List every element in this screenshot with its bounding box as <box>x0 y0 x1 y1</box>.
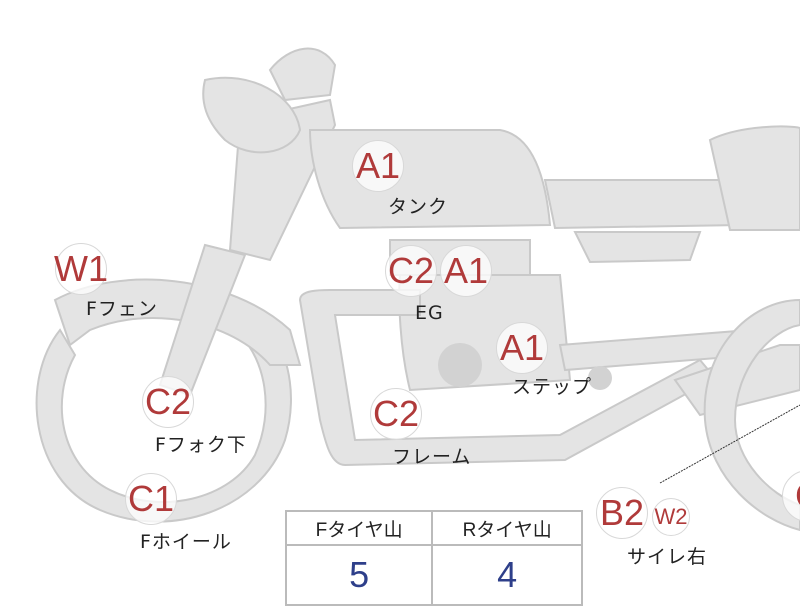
part-label-frame: フレーム <box>392 446 472 468</box>
grade-badge-step: A1 <box>496 322 548 374</box>
part-label-front-fender: Fフェン <box>86 298 158 320</box>
part-label-front-fork: Fフォク下 <box>155 434 247 456</box>
part-label-muffler-right: サイレ右 <box>627 546 708 568</box>
engine-cover-mark <box>438 343 482 387</box>
grade-badge-engine-2: A1 <box>440 245 492 297</box>
rear-tire-value: 4 <box>431 544 583 606</box>
grade-badge-front-fender: W1 <box>54 243 108 295</box>
grade-badge-front-wheel: C1 <box>125 473 177 525</box>
part-label-tank: タンク <box>388 196 449 218</box>
grade-badge-muffler-right: B2 <box>596 487 648 539</box>
grade-badge-muffler-w2: W2 <box>652 498 690 536</box>
grade-badge-front-fork: C2 <box>142 376 194 428</box>
part-label-front-wheel: Fホイール <box>140 531 232 553</box>
rear-tire-header: Rタイヤ山 <box>431 510 583 546</box>
part-label-engine: EG <box>415 302 444 324</box>
step-mark <box>588 366 612 390</box>
tire-tread-table: Fタイヤ山 Rタイヤ山 5 4 <box>284 510 583 606</box>
leader-line <box>659 404 800 484</box>
grade-badge-tank: A1 <box>352 140 404 192</box>
front-tire-header: Fタイヤ山 <box>284 510 434 546</box>
grade-badge-engine: C2 <box>385 245 437 297</box>
front-tire-value: 5 <box>284 544 434 606</box>
grade-badge-frame: C2 <box>370 388 422 440</box>
part-label-step: ステップ <box>512 376 593 398</box>
